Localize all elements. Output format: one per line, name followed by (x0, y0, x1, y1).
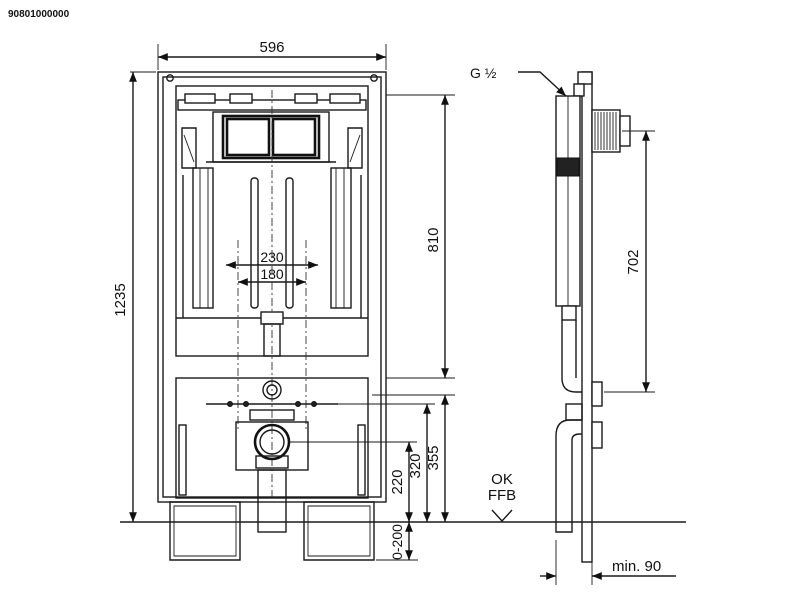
inlet-ring-inner (266, 384, 278, 396)
top-clip-2 (229, 93, 253, 104)
side-front-plate (581, 71, 593, 563)
flush-plate-outline (221, 114, 321, 160)
part-number: 90801000000 (8, 9, 70, 20)
bracket-right-upper (347, 127, 363, 169)
screw-top-right (370, 74, 378, 82)
dim-depth-label: min. 90 (612, 558, 661, 575)
rod-right (285, 177, 294, 309)
clip-left-lower (178, 424, 187, 496)
side-cistern-valve (556, 157, 580, 177)
drain-ring-outer (253, 423, 291, 461)
floor-label-ok: OK (491, 471, 513, 488)
rail-left-inner (199, 167, 209, 309)
top-clip-4 (329, 93, 361, 104)
side-drain-bend (555, 419, 582, 533)
lower-frame (175, 377, 369, 499)
fixing-hole-1 (227, 401, 233, 407)
flush-pipe (263, 323, 281, 357)
fixing-hole-3 (295, 401, 301, 407)
screw-top-left (166, 74, 174, 82)
side-view: G ½ 702 min. 90 (470, 65, 676, 585)
dim-596-label: 596 (259, 39, 284, 56)
dim-foot-label: 0-200 (389, 524, 405, 560)
top-clip-1 (184, 93, 216, 104)
drain-pipe (257, 469, 287, 533)
dim-1235-label: 1235 (112, 283, 129, 316)
inlet-ring-outer (262, 380, 282, 400)
flush-button-right (271, 117, 317, 157)
rod-left (250, 177, 259, 309)
side-inlet-stub (591, 381, 603, 407)
rail-right-inner (335, 167, 345, 309)
side-connection-fins (594, 112, 617, 150)
floor-label-ffb: FFB (488, 487, 516, 504)
fixing-hole-2 (243, 401, 249, 407)
drain-ring-inner (259, 429, 285, 455)
dim-220-label: 220 (389, 469, 406, 494)
front-view: 230 180 (112, 39, 686, 561)
side-flush-pipe (561, 320, 582, 393)
side-top-cap (577, 71, 593, 85)
dim-702-label: 702 (625, 249, 642, 274)
clip-right-lower (357, 424, 366, 496)
flush-button-left (225, 117, 271, 157)
floor-marker (491, 509, 513, 523)
dim-810-label: 810 (425, 227, 442, 252)
side-drain-stub (591, 421, 603, 449)
connection-leader (518, 71, 567, 97)
foot-left (169, 501, 241, 561)
top-clip-3 (294, 93, 318, 104)
flush-valve (260, 311, 284, 325)
foot-right (303, 501, 375, 561)
connection-label: G ½ (470, 65, 497, 81)
